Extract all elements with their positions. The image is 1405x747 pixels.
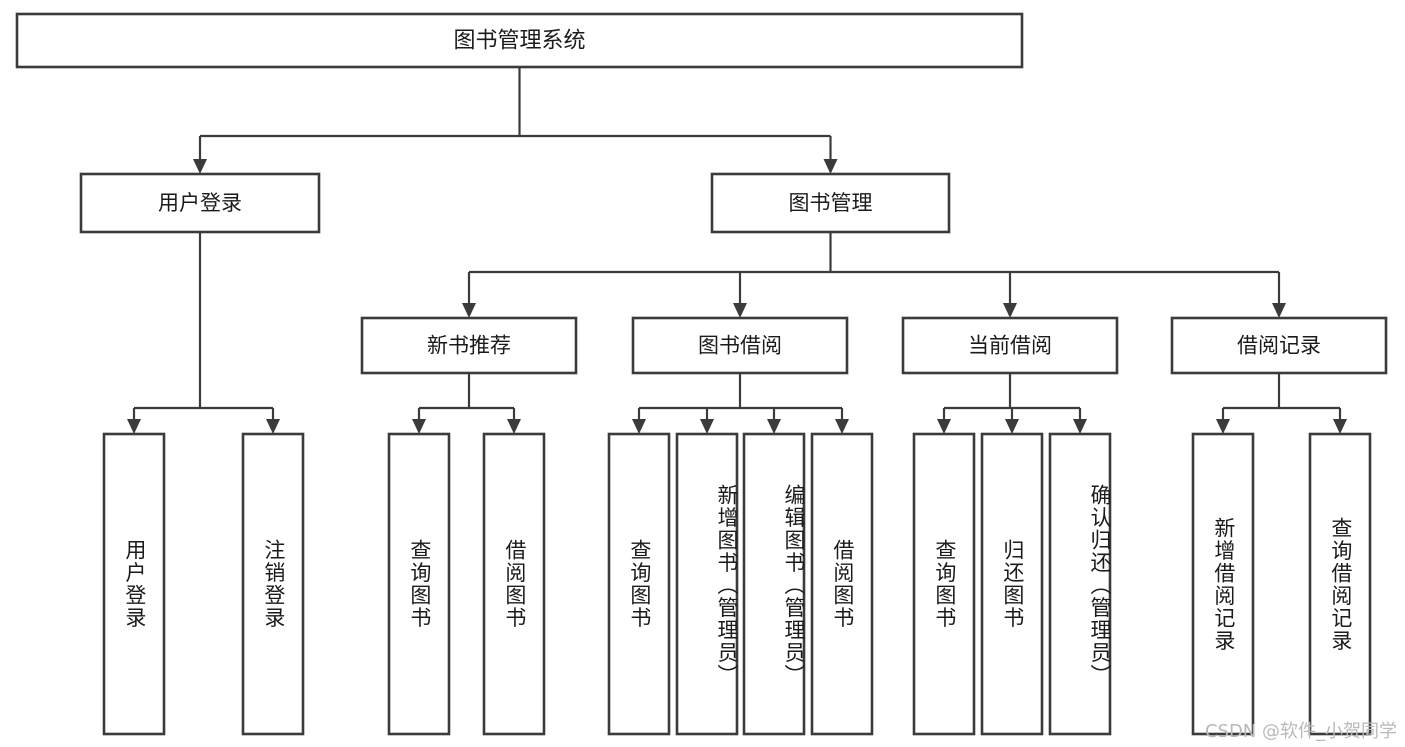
arrow-head-user-login [193, 159, 207, 174]
node-box-leaf-query-books-current[interactable] [912, 432, 976, 736]
arrow-head-leaf-return-books [1005, 419, 1019, 434]
node-box-layer [15, 12, 1388, 736]
arrow-head-leaf-user-login [127, 419, 141, 434]
connector-layer [127, 67, 1347, 434]
arrow-head-leaf-logout [266, 419, 280, 434]
node-box-leaf-confirm-return-admin[interactable] [1048, 432, 1112, 736]
node-box-leaf-add-book-admin[interactable] [675, 432, 739, 736]
node-box-leaf-query-books-rec[interactable] [387, 432, 451, 736]
arrow-head-borrowing-records [1272, 303, 1286, 318]
node-label-book-borrowing: 图书借阅 [698, 334, 782, 358]
arrow-head-leaf-query-borrow-record [1333, 419, 1347, 434]
node-box-leaf-return-books[interactable] [980, 432, 1044, 736]
arrow-head-leaf-borrow-books-borrow [835, 419, 849, 434]
node-box-borrowing-records[interactable] [1170, 316, 1388, 375]
arrow-head-leaf-add-borrow-record [1216, 419, 1230, 434]
node-box-leaf-user-login[interactable] [102, 432, 166, 736]
arrow-head-leaf-query-books-rec [412, 419, 426, 434]
watermark-text: CSDN @软件_小贺同学 [1204, 721, 1397, 742]
node-label-borrowing-records: 借阅记录 [1237, 334, 1321, 358]
node-box-leaf-query-borrow-record[interactable] [1308, 432, 1372, 736]
arrow-head-leaf-confirm-return-admin [1073, 419, 1087, 434]
arrow-head-current-borrowing [1003, 303, 1017, 318]
arrow-head-book-borrowing [733, 303, 747, 318]
node-box-leaf-add-borrow-record[interactable] [1191, 432, 1255, 736]
node-box-new-book-recommendation[interactable] [360, 316, 578, 375]
arrow-head-leaf-query-books-borrow [632, 419, 646, 434]
node-box-leaf-borrow-books-rec[interactable] [482, 432, 546, 736]
node-box-user-login[interactable] [79, 172, 321, 234]
node-box-book-management[interactable] [710, 172, 951, 234]
arrow-head-leaf-edit-book-admin [767, 419, 781, 434]
arrow-head-book-management [823, 159, 838, 174]
node-box-leaf-edit-book-admin[interactable] [742, 432, 806, 736]
node-box-leaf-logout[interactable] [241, 432, 305, 736]
node-box-leaf-query-books-borrow[interactable] [607, 432, 671, 736]
arrow-head-new-book-recommendation [462, 303, 476, 318]
node-box-current-borrowing[interactable] [901, 316, 1119, 375]
node-box-leaf-borrow-books-borrow[interactable] [810, 432, 874, 736]
arrow-head-leaf-add-book-admin [700, 419, 714, 434]
arrow-head-leaf-borrow-books-rec [507, 419, 521, 434]
node-label-book-management: 图书管理 [789, 191, 873, 215]
node-label-root: 图书管理系统 [453, 29, 585, 54]
arrow-head-leaf-query-books-current [937, 419, 951, 434]
node-label-user-login: 用户登录 [158, 191, 242, 215]
node-box-book-borrowing[interactable] [631, 316, 849, 375]
node-label-current-borrowing: 当前借阅 [968, 334, 1052, 358]
node-box-root[interactable] [15, 12, 1024, 69]
node-label-new-book-recommendation: 新书推荐 [427, 334, 511, 358]
